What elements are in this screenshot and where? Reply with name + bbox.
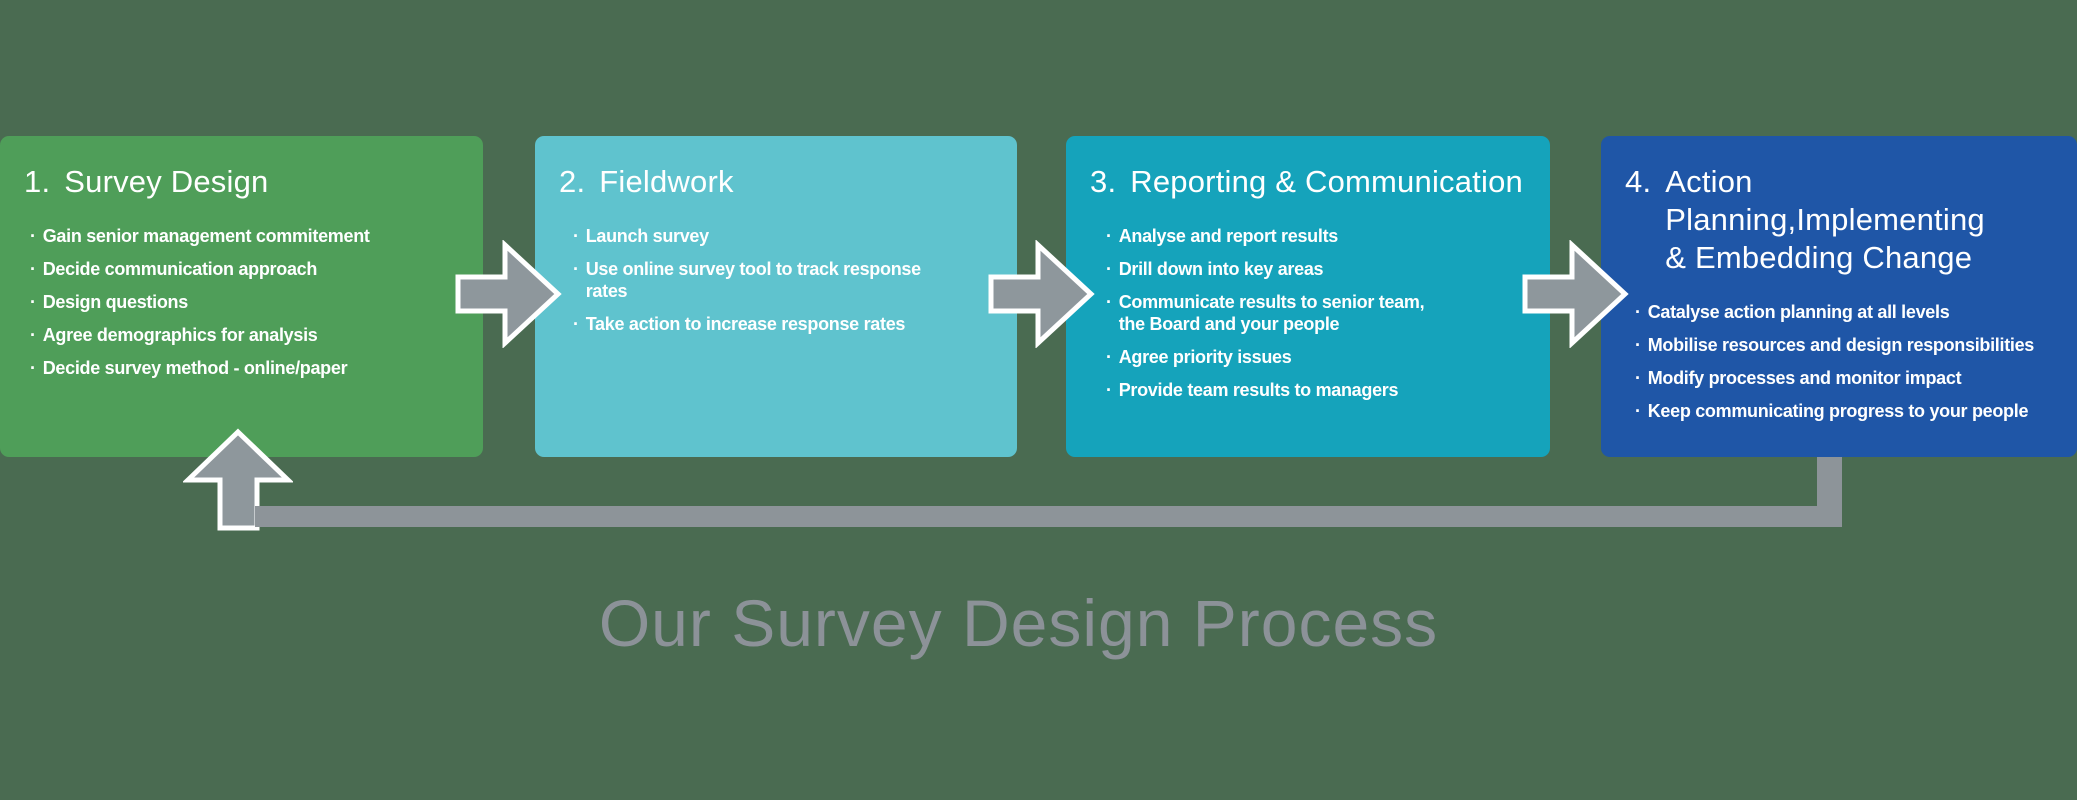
bullet-dot-icon: · [573, 259, 579, 279]
list-item: · Communicate results to senior team, the… [1106, 291, 1534, 335]
list-item: · Gain senior management commitement [30, 225, 467, 247]
bullet-dot-icon: · [30, 325, 36, 345]
bullet-text: Modify processes and monitor impact [1647, 368, 1962, 388]
list-item: · Agree demographics for analysis [30, 324, 467, 346]
bullet-dot-icon: · [1635, 302, 1641, 322]
step-title: Fieldwork [599, 164, 734, 199]
step-heading: 3. Reporting & Communication [1090, 163, 1534, 201]
arrow-right-icon [1522, 240, 1629, 348]
bullet-text: Analyse and report results [1118, 226, 1339, 246]
bullet-text: Keep communicating progress to your peop… [1647, 401, 2029, 421]
step-box-survey-design: 1. Survey Design · Gain senior management… [0, 136, 483, 457]
list-item: · Take action to increase response rates [573, 313, 1001, 335]
bullet-text: Launch survey [585, 226, 709, 246]
bullet-dot-icon: · [30, 226, 36, 246]
loopback-line [255, 506, 1842, 527]
step-number: 1. [24, 164, 51, 199]
bullet-text: Agree demographics for analysis [42, 325, 318, 345]
step-title: Action Planning,Implementing & Embedding… [1665, 164, 1985, 275]
bullet-text: Agree priority issues [1118, 347, 1292, 367]
bullet-text: Design questions [42, 292, 189, 312]
step-box-action-planning: 4. Action Planning,Implementing & Embedd… [1601, 136, 2077, 457]
step-heading: 1. Survey Design [24, 163, 467, 201]
bullet-dot-icon: · [1106, 292, 1112, 312]
bullet-text: Communicate results to senior team, the … [1118, 292, 1425, 334]
bullet-dot-icon: · [1106, 347, 1112, 367]
bullet-dot-icon: · [1106, 226, 1112, 246]
step-number: 3. [1090, 164, 1117, 199]
bullet-text: Gain senior management commitement [42, 226, 370, 246]
bullet-text: Take action to increase response rates [585, 314, 906, 334]
bullet-dot-icon: · [573, 226, 579, 246]
list-item: · Launch survey [573, 225, 1001, 247]
bullet-dot-icon: · [1106, 259, 1112, 279]
step-title: Reporting & Communication [1130, 164, 1523, 199]
step-bullet-list: · Analyse and report results · Drill down … [1090, 225, 1534, 401]
bullet-text: Catalyse action planning at all levels [1647, 302, 1950, 322]
list-item: · Drill down into key areas [1106, 258, 1534, 280]
bullet-dot-icon: · [1635, 401, 1641, 421]
step-title: Survey Design [64, 164, 269, 199]
arrow-right-icon [988, 240, 1095, 348]
list-item: · Agree priority issues [1106, 346, 1534, 368]
step-heading: 2. Fieldwork [559, 163, 1001, 201]
arrow-up-icon [183, 428, 293, 531]
list-item: · Design questions [30, 291, 467, 313]
bullet-text: Decide communication approach [42, 259, 318, 279]
loopback-shaft [1817, 457, 1842, 527]
step-heading: 4. Action Planning,Implementing & Embedd… [1625, 163, 2061, 277]
bullet-text: Mobilise resources and design responsibi… [1647, 335, 2035, 355]
list-item: · Mobilise resources and design responsib… [1635, 334, 2061, 356]
bullet-dot-icon: · [1635, 368, 1641, 388]
step-bullet-list: ·Catalyse action planning at all levels … [1625, 301, 2061, 422]
bullet-dot-icon: · [30, 292, 36, 312]
step-bullet-list: · Gain senior management commitement · Dec… [24, 225, 467, 379]
list-item: · Keep communicating progress to your peo… [1635, 400, 2061, 422]
list-item: · Catalyse action planning at all levels [1635, 301, 2061, 323]
step-number: 4. [1625, 164, 1652, 199]
bullet-dot-icon: · [573, 314, 579, 334]
bullet-dot-icon: · [1106, 380, 1112, 400]
list-item: · Use online survey tool to track respons… [573, 258, 1001, 302]
list-item: · Provide team results to managers [1106, 379, 1534, 401]
step-number: 2. [559, 164, 586, 199]
page-title: Our Survey Design Process [598, 586, 1439, 660]
list-item: · Analyse and report results [1106, 225, 1534, 247]
step-box-fieldwork: 2. Fieldwork · Launch survey · Use online … [535, 136, 1017, 457]
bullet-dot-icon: · [1635, 335, 1641, 355]
list-item: · Decide survey method - online/paper [30, 357, 467, 379]
list-item: · Modify processes and monitor impact [1635, 367, 2061, 389]
bullet-dot-icon: · [30, 358, 36, 378]
bullet-text: Drill down into key areas [1118, 259, 1324, 279]
bullet-text: Provide team results to managers [1118, 380, 1399, 400]
step-bullet-list: · Launch survey · Use online survey tool t… [559, 225, 1001, 335]
list-item: · Decide communication approach [30, 258, 467, 280]
bullet-dot-icon: · [30, 259, 36, 279]
step-box-reporting-communication: 3. Reporting & Communication · Analyse an… [1066, 136, 1550, 457]
bullet-text: Decide survey method - online/paper [42, 358, 348, 378]
arrow-right-icon [455, 240, 562, 348]
bullet-text: Use online survey tool to track response… [585, 259, 921, 301]
